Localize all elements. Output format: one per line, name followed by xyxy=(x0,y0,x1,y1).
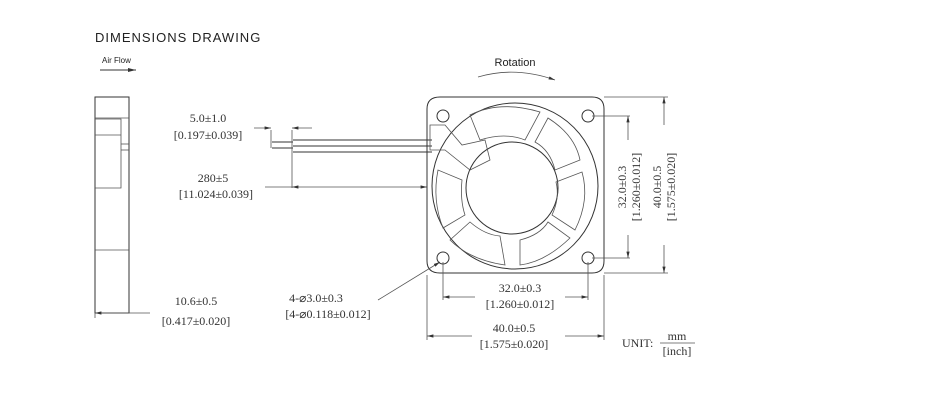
lead-strip-mm: 5.0±1.0 xyxy=(190,111,227,125)
lead-length-inch: [11.024±0.039] xyxy=(179,187,253,201)
hole-pitch-v-inch: [1.260±0.012] xyxy=(629,153,643,222)
drawing-title: DIMENSIONS DRAWING xyxy=(95,30,261,45)
rotation-arrow-icon xyxy=(477,71,556,81)
lead-strip-inch: [0.197±0.039] xyxy=(174,128,243,142)
holes-inch: [4-⌀0.118±0.012] xyxy=(285,307,370,321)
lead-wires xyxy=(254,126,432,189)
unit-label: UNIT: xyxy=(622,336,653,350)
air-flow-label: Air Flow xyxy=(102,56,131,65)
hole-pitch-h-mm: 32.0±0.3 xyxy=(499,281,542,295)
mount-hole xyxy=(436,109,450,123)
width-mm: 40.0±0.5 xyxy=(493,321,536,335)
hub xyxy=(465,141,559,235)
rotation-label: Rotation xyxy=(495,57,536,69)
thickness-mm: 10.6±0.5 xyxy=(175,294,218,308)
hole-pitch-v-mm: 32.0±0.3 xyxy=(615,166,629,209)
hole-pitch-h-inch: [1.260±0.012] xyxy=(486,297,555,311)
unit-top: mm xyxy=(668,329,687,343)
unit-bottom: [inch] xyxy=(663,344,692,358)
height-inch: [1.575±0.020] xyxy=(664,153,678,222)
fan-side-view xyxy=(94,96,130,314)
lead-length-mm: 280±5 xyxy=(198,171,229,185)
thickness-inch: [0.417±0.020] xyxy=(162,314,231,328)
holes-mm: 4-⌀3.0±0.3 xyxy=(289,291,343,305)
width-inch: [1.575±0.020] xyxy=(480,337,549,351)
fan-front-view xyxy=(426,96,605,274)
height-mm: 40.0±0.5 xyxy=(650,166,664,209)
